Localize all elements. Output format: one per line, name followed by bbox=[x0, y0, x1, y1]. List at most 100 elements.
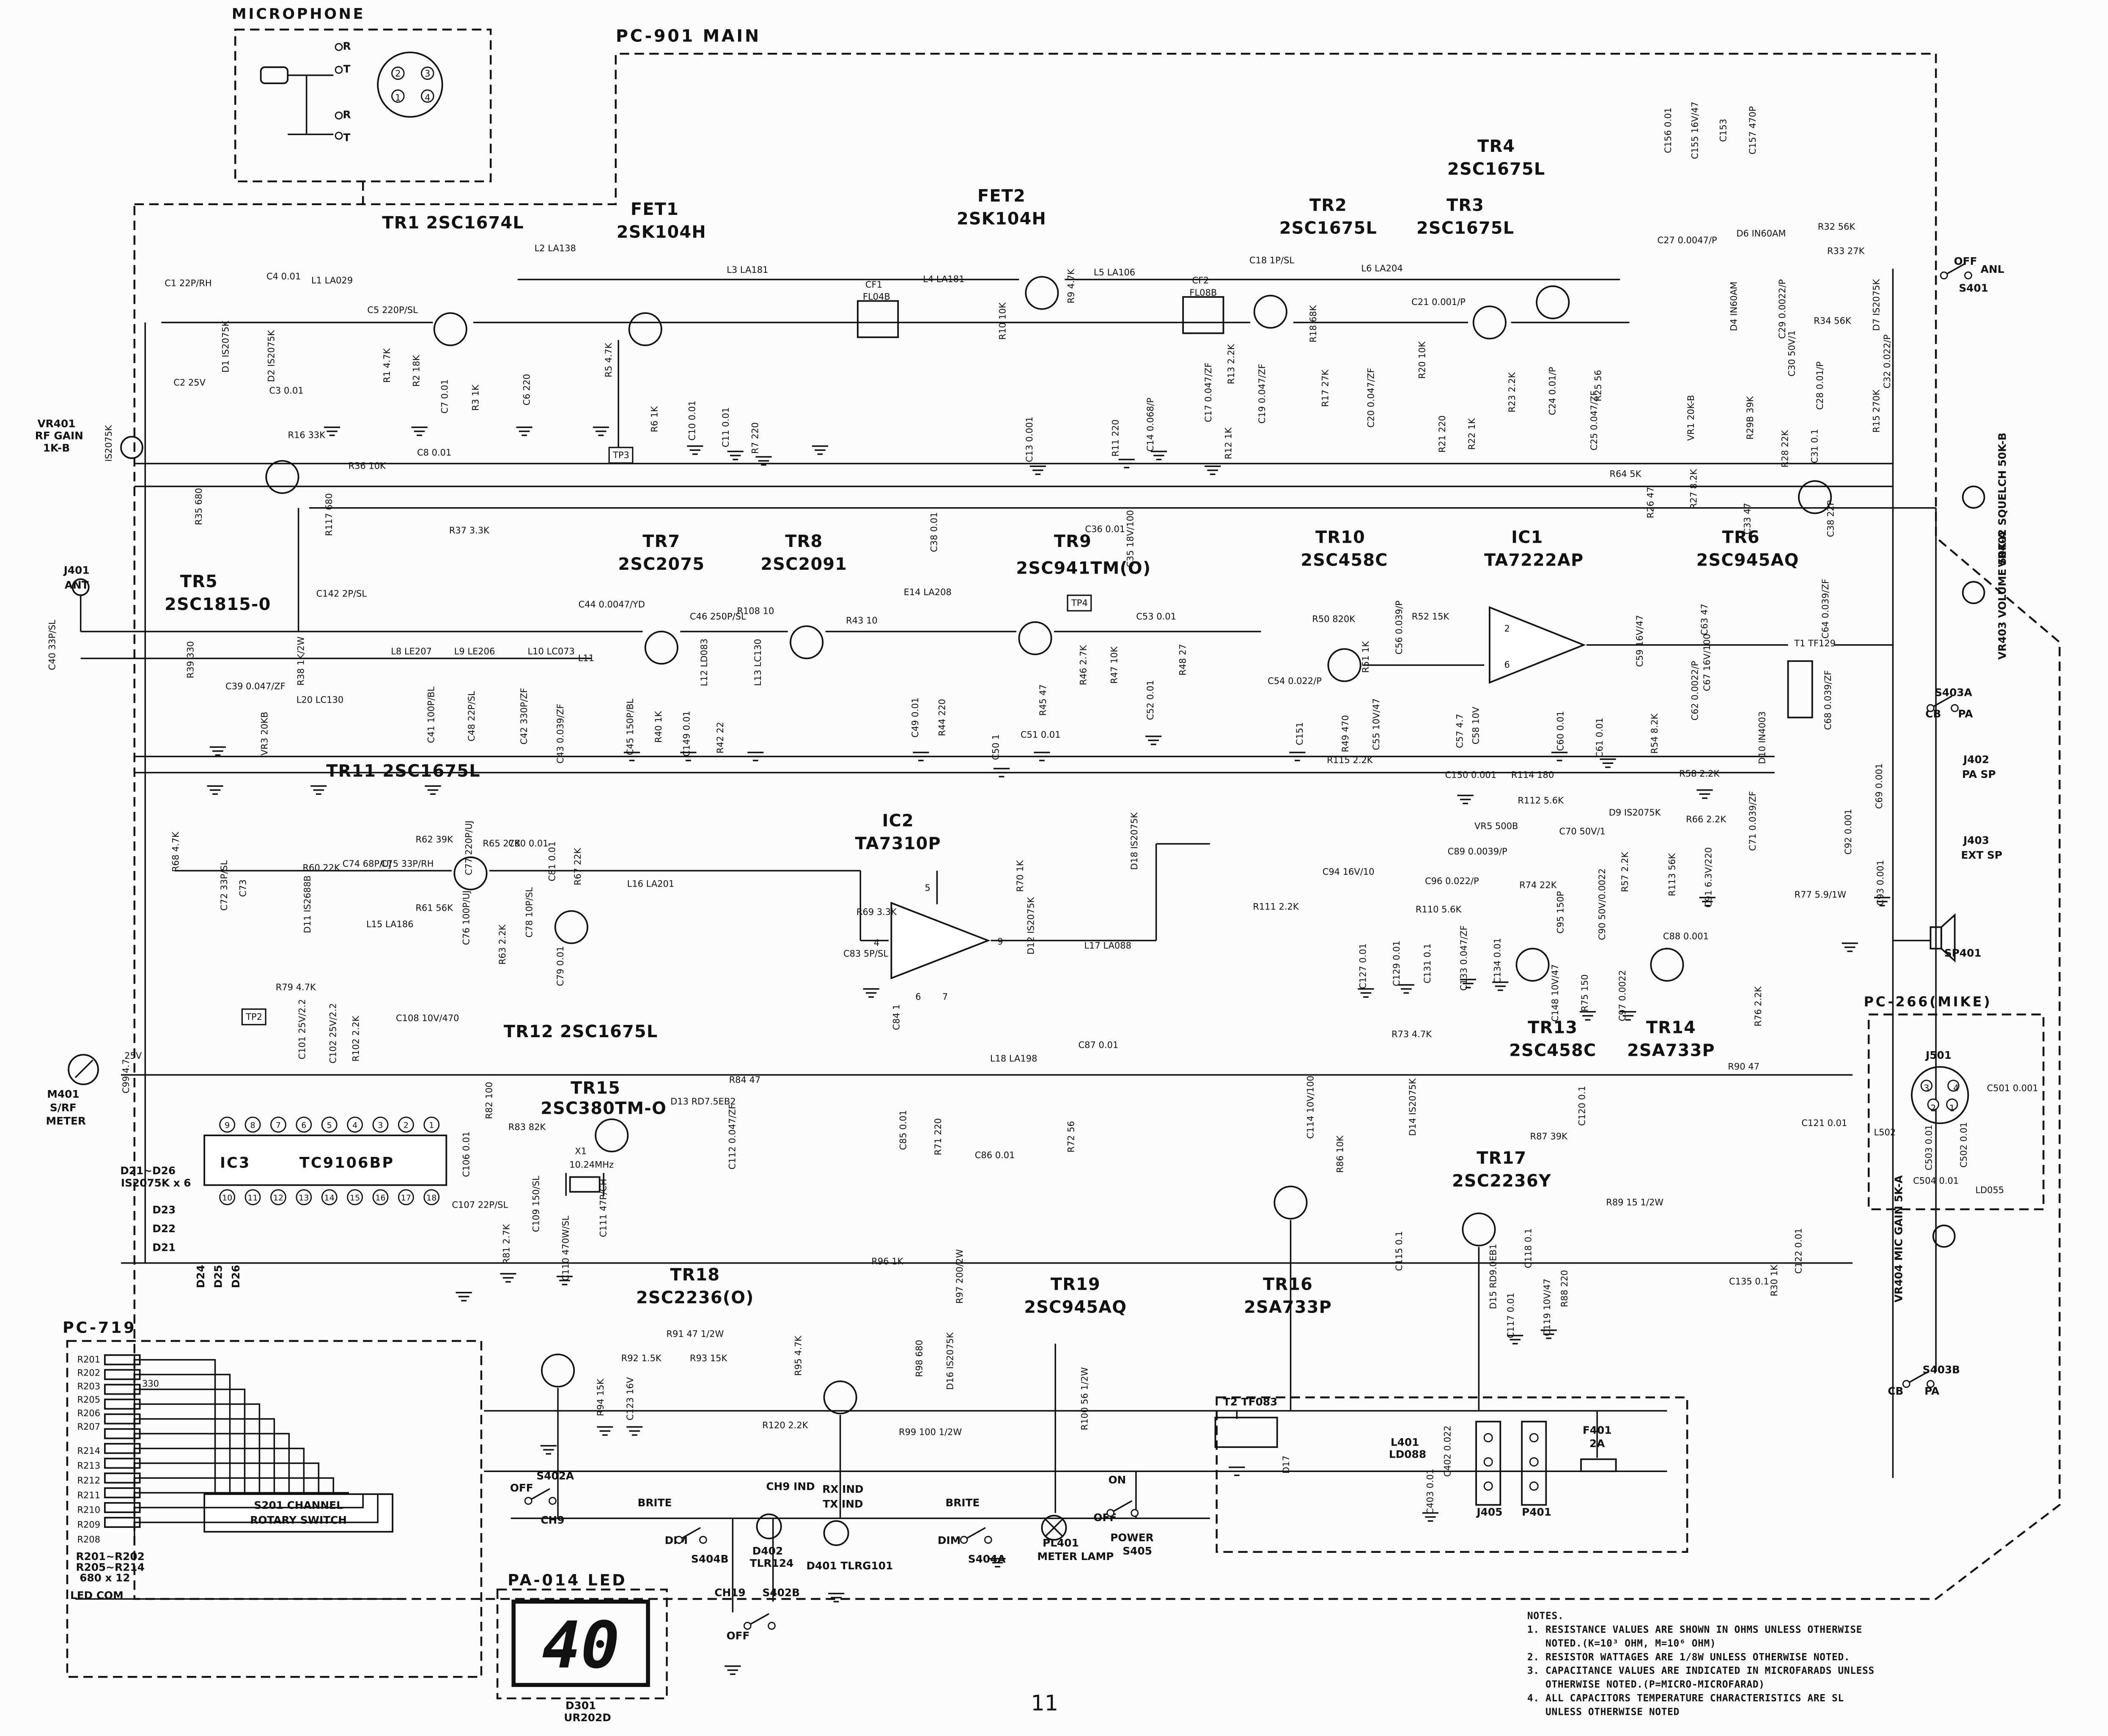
switch-symbol bbox=[524, 1488, 557, 1505]
transistor-symbol bbox=[1536, 285, 1570, 319]
control-label: S402A bbox=[536, 1470, 574, 1482]
part-label: C55 10V/47 bbox=[1371, 698, 1381, 750]
ic3-pin bbox=[219, 1116, 236, 1133]
part-label: C117 0.01 bbox=[1506, 1293, 1516, 1338]
part-label: R212 bbox=[77, 1475, 100, 1486]
part-label: C62 0.0022/P bbox=[1690, 661, 1700, 720]
part-label: C123 16V bbox=[625, 1377, 635, 1420]
ground-symbol bbox=[1699, 897, 1715, 906]
part-label: C114 10V/100 bbox=[1305, 1076, 1315, 1139]
part-label: C129 0.01 bbox=[1392, 941, 1402, 986]
part-label: C21 0.001/P bbox=[1411, 297, 1466, 307]
control-label: POWER bbox=[1110, 1531, 1154, 1544]
part-label: C110 470W/SL bbox=[561, 1216, 571, 1281]
part-label: C53 0.01 bbox=[1136, 611, 1176, 621]
part-label: R39 330 bbox=[186, 641, 196, 678]
channel-select-wire bbox=[134, 1492, 349, 1494]
resistor-symbol bbox=[104, 1413, 141, 1425]
control-label: S/RF bbox=[50, 1101, 77, 1114]
ground-symbol bbox=[1696, 789, 1713, 799]
part-label: R10 10K bbox=[998, 302, 1008, 340]
control-label: P401 bbox=[1522, 1506, 1551, 1518]
part-label: C97 0.0022 bbox=[1617, 970, 1628, 1021]
part-label: TP3 bbox=[612, 450, 629, 460]
component-label: TR15 bbox=[571, 1079, 620, 1098]
part-label: C85 0.01 bbox=[898, 1110, 908, 1150]
part-label: R7 220 bbox=[750, 422, 760, 454]
control-label: D402 bbox=[752, 1545, 783, 1557]
part-label: R30 1K bbox=[1769, 1264, 1779, 1296]
control-label: S405 bbox=[1123, 1545, 1152, 1557]
ground-symbol bbox=[1874, 897, 1891, 906]
mic-contact bbox=[335, 66, 343, 74]
part-label: C2 25V bbox=[173, 378, 206, 388]
part-label: R77 5.9/1W bbox=[1795, 890, 1847, 900]
ground-symbol bbox=[456, 1292, 472, 1302]
part-label: R46 2.7K bbox=[1078, 645, 1088, 685]
ic3-pin-number: 7 bbox=[276, 1121, 281, 1130]
board-label-pc266: PC-266(MIKE) bbox=[1864, 994, 1992, 1010]
part-label: R99 100 1/2W bbox=[899, 1427, 962, 1437]
switch-symbol bbox=[960, 1527, 992, 1544]
part-label: C36 0.01 bbox=[1085, 524, 1125, 534]
transistor-symbol bbox=[628, 312, 662, 346]
board-label-pc719: PC-719 bbox=[63, 1318, 136, 1337]
part-label: R70 1K bbox=[1015, 860, 1025, 892]
part-label: R203 bbox=[77, 1381, 100, 1391]
control-label: D25 bbox=[212, 1265, 224, 1288]
control-label: D23 bbox=[152, 1203, 176, 1216]
part-label: L17 LA088 bbox=[1084, 941, 1131, 951]
crystal-plates bbox=[565, 1173, 604, 1196]
part-label: 4 bbox=[1953, 1083, 1959, 1093]
part-label: 4 bbox=[425, 93, 430, 103]
ground-symbol bbox=[680, 752, 697, 761]
control-label: METER bbox=[46, 1115, 86, 1127]
ground-symbol bbox=[993, 768, 1010, 777]
part-label: R98 680 bbox=[914, 1340, 924, 1377]
connector-pin bbox=[1529, 1457, 1539, 1467]
part-label: R50 820K bbox=[1312, 614, 1356, 624]
ic3-pin bbox=[423, 1116, 440, 1133]
j501-pin bbox=[1927, 1098, 1939, 1111]
part-label: R89 15 1/2W bbox=[1606, 1197, 1663, 1207]
part-label: C502 0.01 bbox=[1959, 1122, 1969, 1167]
control-label: METER LAMP bbox=[1037, 1550, 1114, 1563]
cf1-filter-symbol bbox=[857, 300, 899, 338]
testpoint-box bbox=[241, 1008, 266, 1025]
meter-needle bbox=[74, 1059, 93, 1078]
part-label: C74 68P/UJ bbox=[343, 859, 392, 869]
ground-symbol bbox=[1551, 752, 1568, 761]
transistor-symbol bbox=[541, 1353, 575, 1388]
ground-symbol bbox=[989, 1557, 1006, 1568]
ground-symbol bbox=[1398, 984, 1414, 994]
part-label: R52 15K bbox=[1412, 611, 1450, 621]
component-label: TA7222AP bbox=[1484, 550, 1584, 570]
part-label: R36 10K bbox=[349, 461, 387, 471]
resistor-symbol bbox=[104, 1384, 141, 1395]
part-label: R213 bbox=[77, 1461, 100, 1471]
part-label: D1 IS2075K bbox=[220, 320, 231, 373]
part-label: C115 0.1 bbox=[1394, 1231, 1404, 1271]
part-label: L15 LA186 bbox=[366, 919, 414, 929]
part-label: C61 0.01 bbox=[1595, 718, 1605, 758]
part-label: R45 47 bbox=[1038, 684, 1048, 716]
note-line: UNLESS OTHERWISE NOTED bbox=[1527, 1706, 1680, 1717]
part-label: R95 4.7K bbox=[793, 1335, 803, 1376]
control-label: VR401 bbox=[38, 418, 76, 430]
ic3-pin bbox=[372, 1116, 389, 1133]
control-label: S401 bbox=[1959, 282, 1988, 294]
switch-symbol bbox=[1902, 1371, 1935, 1388]
p401-connector bbox=[1521, 1420, 1547, 1506]
control-label: T2 TF083 bbox=[1223, 1396, 1277, 1408]
part-label: R206 bbox=[77, 1408, 100, 1418]
part-label: R210 bbox=[77, 1505, 100, 1515]
transistor-symbol bbox=[790, 625, 824, 659]
ic3-pin-number: 1 bbox=[429, 1121, 434, 1130]
component-label: TR9 bbox=[1054, 532, 1092, 551]
part-label: C56 0.039/P bbox=[1394, 601, 1404, 655]
ic3-pin-number: 14 bbox=[324, 1193, 335, 1203]
pa014-board-outline bbox=[496, 1588, 668, 1700]
part-label: C70 50V/1 bbox=[1559, 827, 1605, 837]
ground-symbol bbox=[1229, 1466, 1245, 1476]
meter-lamp-symbol bbox=[1041, 1515, 1067, 1541]
